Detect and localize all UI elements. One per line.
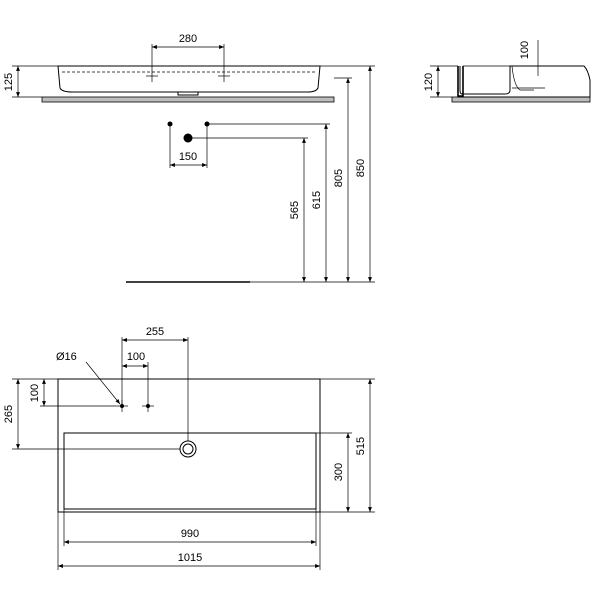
basin-top-outline — [57, 378, 321, 513]
basin-bowl-outline — [63, 432, 317, 510]
dim-label-255: 255 — [146, 326, 164, 338]
drain-outer-circle — [179, 440, 197, 458]
dim-label-125: 125 — [3, 73, 15, 91]
dim-label-side-100: 100 — [519, 41, 531, 59]
dim-label-100: 100 — [127, 351, 145, 363]
supply-pipe-point — [183, 133, 193, 143]
basin-bowl-curve — [511, 65, 534, 91]
dim-label-615: 615 — [311, 191, 323, 209]
dim-label-565: 565 — [289, 201, 301, 219]
dim-label-280: 280 — [179, 33, 197, 45]
drain-inner-circle — [182, 443, 194, 455]
basin-side-outline — [457, 65, 591, 98]
dim-label-805: 805 — [333, 169, 345, 187]
tap-hole-right — [142, 400, 154, 412]
basin-back-wall — [457, 66, 464, 97]
front-view: 280 125 150 565 615 805 850 — [3, 33, 375, 283]
top-view: 255 100 Ø16 100 265 300 515 990 1015 — [3, 326, 375, 570]
basin-front-outline — [57, 65, 321, 96]
leader-line-diameter — [85, 361, 121, 405]
side-view: 100 120 — [423, 40, 591, 103]
dim-label-300: 300 — [333, 463, 345, 481]
dim-label-top-100: 100 — [29, 384, 41, 402]
dim-label-150: 150 — [179, 151, 197, 163]
dim-label-diameter: Ø16 — [56, 351, 77, 363]
dim-label-1015: 1015 — [178, 552, 202, 564]
countertop-slab — [41, 96, 335, 103]
dim-label-850: 850 — [355, 159, 367, 177]
dim-label-side-120: 120 — [423, 73, 435, 91]
dim-label-515: 515 — [355, 437, 367, 455]
side-countertop-slab — [451, 96, 591, 103]
dim-label-265: 265 — [3, 405, 15, 423]
dim-label-990: 990 — [181, 528, 199, 540]
